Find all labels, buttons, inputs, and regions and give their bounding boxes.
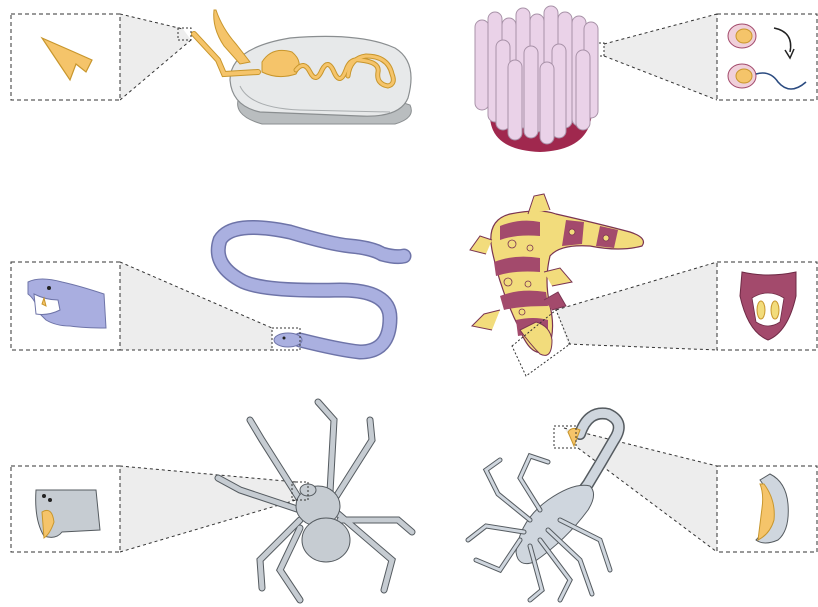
zoom-beam — [556, 262, 717, 350]
zoom-beam — [120, 466, 296, 552]
panel-scorpion — [468, 413, 817, 600]
chelicera-fang-icon — [36, 490, 100, 538]
panel-spider — [11, 402, 412, 600]
inset-frame — [717, 14, 817, 100]
panel-gila-monster — [470, 194, 817, 376]
panel-sea-anemone — [475, 6, 817, 152]
panel-cone-snail — [11, 10, 411, 124]
panel-snake — [11, 228, 404, 353]
zoom-beam — [604, 14, 717, 100]
zoom-beam — [120, 262, 272, 350]
zoom-beam — [120, 14, 191, 100]
anemone-icon — [475, 6, 598, 152]
cone-snail-icon — [194, 10, 411, 124]
